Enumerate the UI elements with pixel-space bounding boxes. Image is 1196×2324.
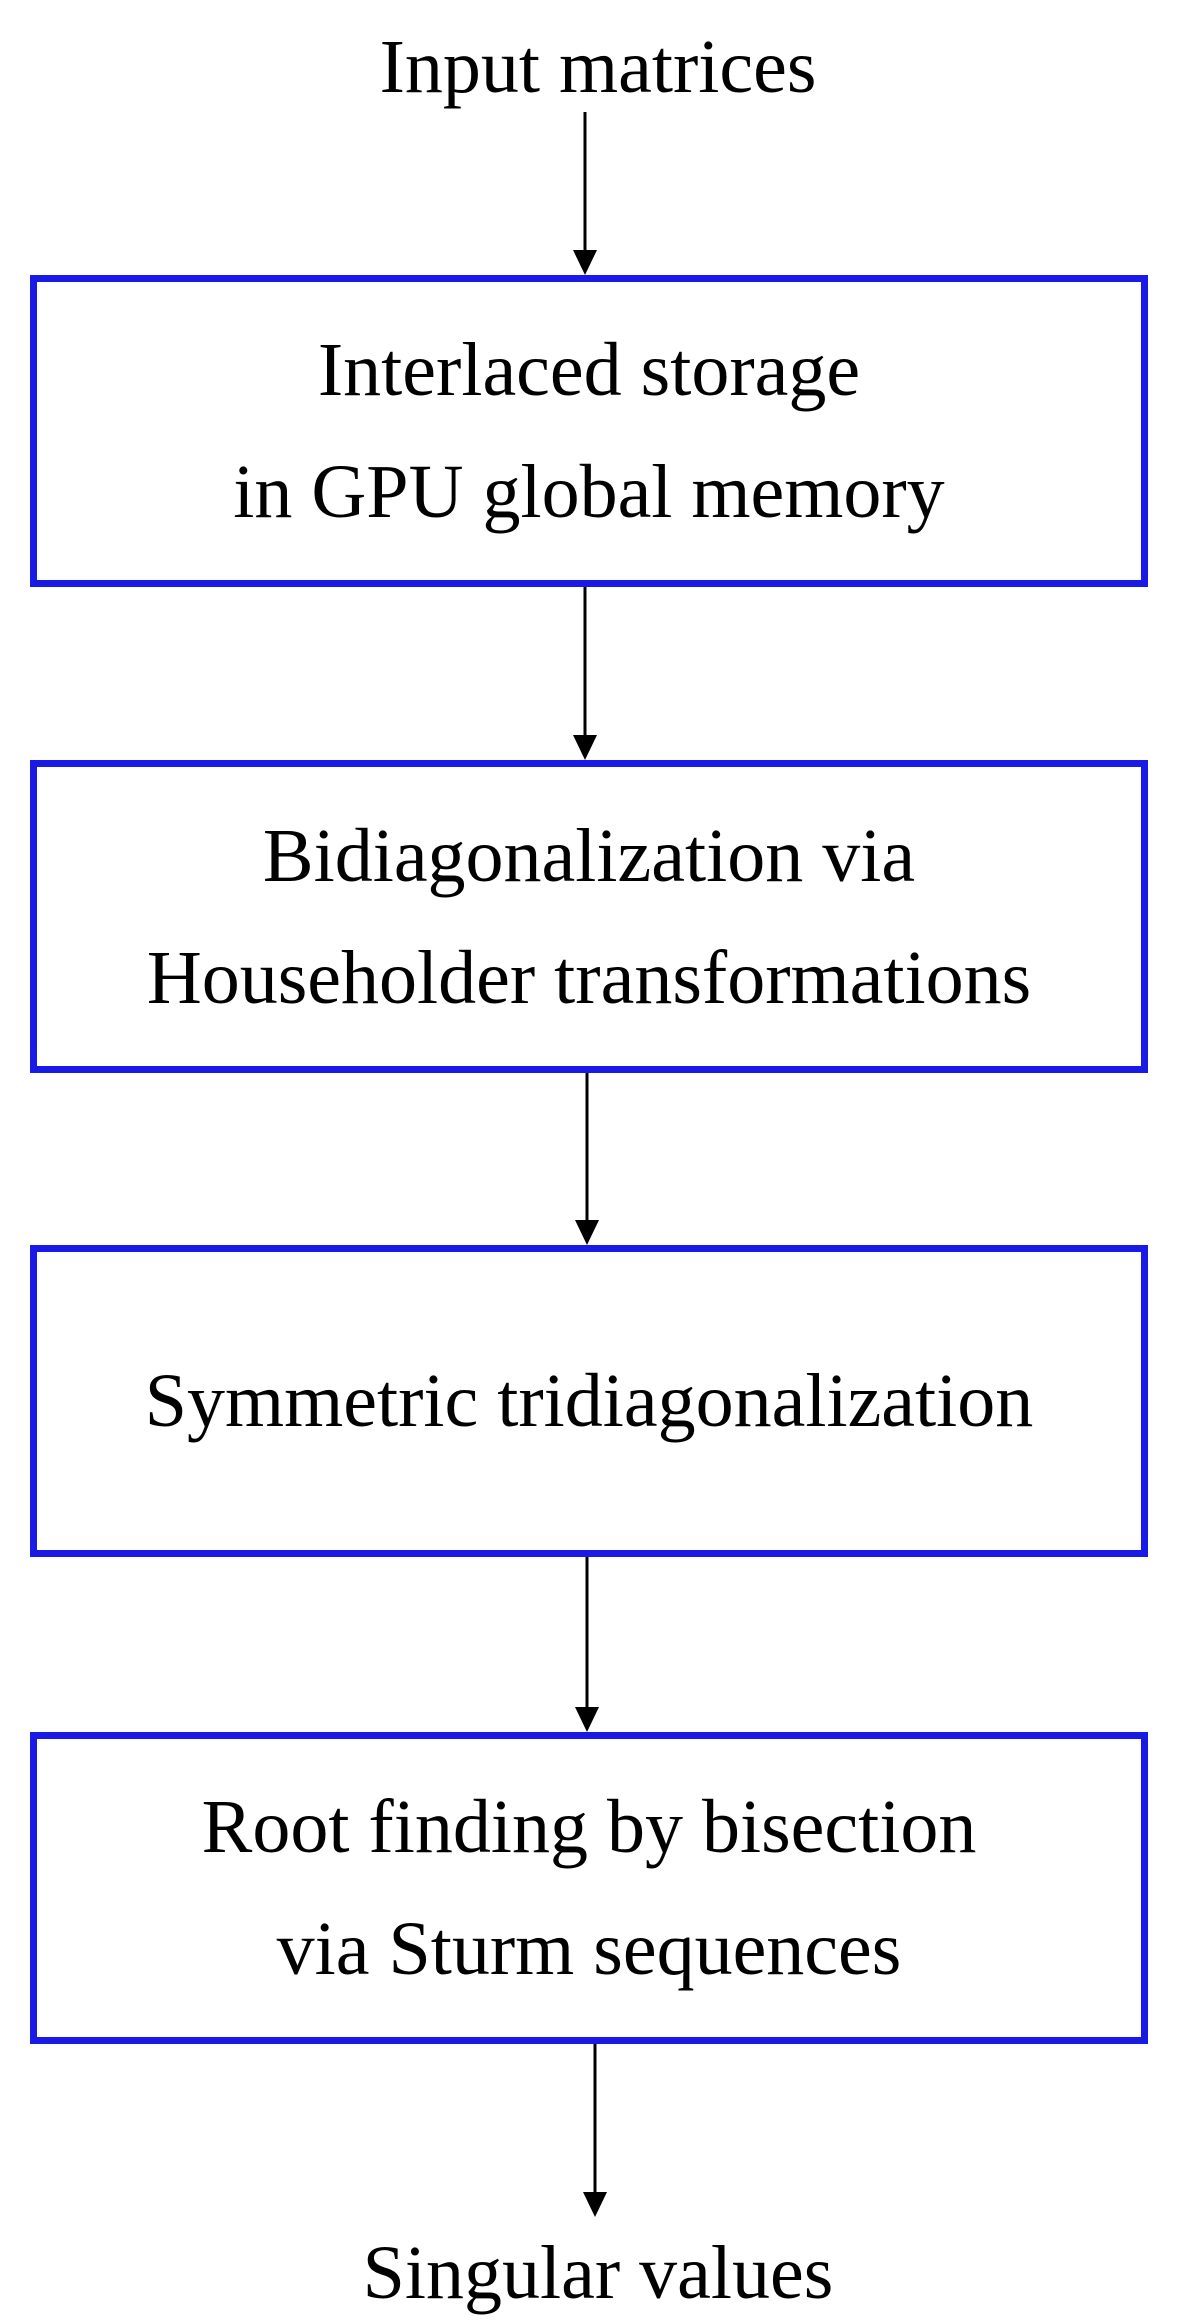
step-box-root-finding: Root finding by bisection via Sturm sequ… (30, 1732, 1148, 2044)
arrow-input-to-step-1 (573, 112, 597, 275)
arrow-step-1-to-step-2 (573, 587, 597, 760)
arrow-step-2-to-step-3 (575, 1073, 599, 1245)
arrow-step-4-to-output (583, 2044, 607, 2217)
step-text: Symmetric tridiagonalization (144, 1359, 1034, 1443)
arrow-step-3-to-step-4 (575, 1557, 599, 1732)
step-box-tridiagonalization: Symmetric tridiagonalization (30, 1245, 1148, 1557)
step-box-interlaced-storage: Interlaced storage in GPU global memory (30, 275, 1148, 587)
step-text: Bidiagonalization via Householder transf… (146, 813, 1032, 1020)
input-label: Input matrices (379, 25, 817, 109)
step-text: Root finding by bisection via Sturm sequ… (201, 1785, 977, 1991)
step-box-bidiagonalization: Bidiagonalization via Householder transf… (30, 760, 1148, 1073)
step-text: Interlaced storage in GPU global memory (233, 328, 945, 534)
output-label: Singular values (362, 2231, 834, 2315)
